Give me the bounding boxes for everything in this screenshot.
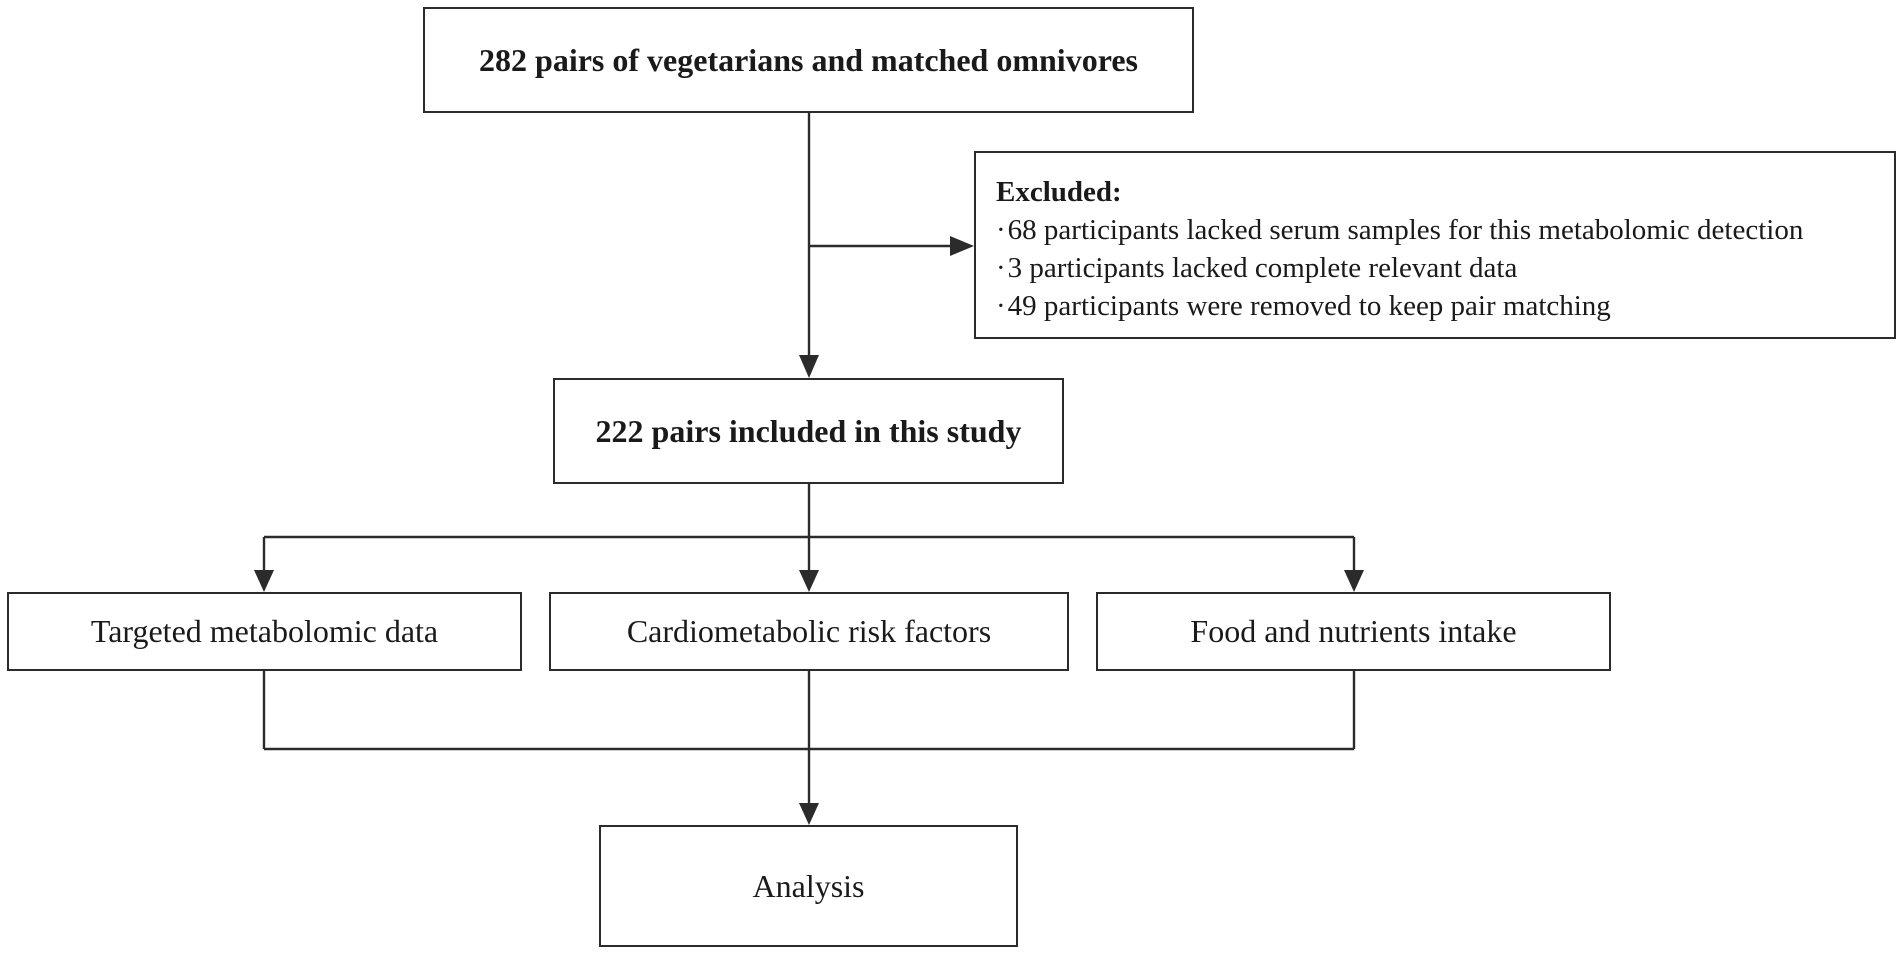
excluded-item: 3 participants lacked complete relevant … — [996, 249, 1894, 287]
excluded-item: 49 participants were removed to keep pai… — [996, 287, 1894, 325]
food-intake-label: Food and nutrients intake — [1190, 613, 1517, 650]
arrowhead-to-risk — [799, 570, 819, 592]
arrowhead-to-analysis — [799, 803, 819, 825]
included-box-label: 222 pairs included in this study — [595, 412, 1022, 449]
excluded-title: Excluded: — [996, 176, 1122, 208]
start-box-label: 282 pairs of vegetarians and matched omn… — [479, 41, 1138, 78]
excluded-item: 68 participants lacked serum samples for… — [996, 211, 1894, 249]
arrowhead-to-metabolomic — [254, 570, 274, 592]
metabolomic-data-label: Targeted metabolomic data — [90, 613, 439, 650]
analysis-label: Analysis — [752, 867, 865, 904]
risk-factors-box: Cardiometabolic risk factors — [549, 592, 1069, 671]
arrowhead-to-included — [799, 355, 819, 378]
risk-factors-label: Cardiometabolic risk factors — [626, 613, 992, 650]
arrowhead-to-food — [1344, 570, 1364, 592]
included-box: 222 pairs included in this study — [553, 378, 1064, 484]
excluded-box: Excluded: 68 participants lacked serum s… — [974, 151, 1896, 339]
metabolomic-data-box: Targeted metabolomic data — [7, 592, 522, 671]
arrowhead-to-excluded — [950, 236, 974, 256]
food-intake-box: Food and nutrients intake — [1096, 592, 1611, 671]
analysis-box: Analysis — [599, 825, 1018, 947]
excluded-list: 68 participants lacked serum samples for… — [996, 211, 1894, 325]
start-box: 282 pairs of vegetarians and matched omn… — [423, 7, 1194, 113]
